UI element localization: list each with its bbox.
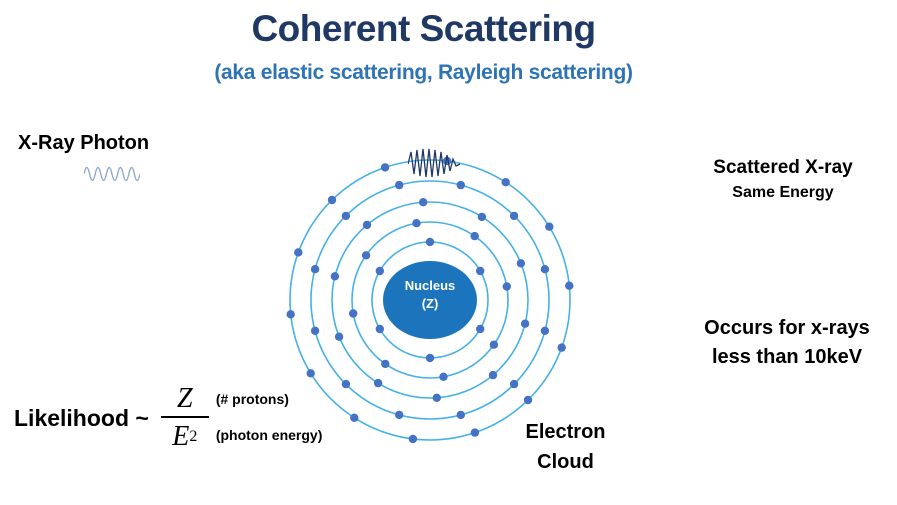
electron-cloud-label: Electron Cloud	[498, 417, 633, 477]
page-subtitle: (aka elastic scattering, Rayleigh scatte…	[214, 61, 633, 84]
electron-cloud-line2: Cloud	[537, 451, 594, 473]
formula-notes: (# protons) (photon energy)	[209, 383, 323, 453]
incident-wave-icon	[84, 166, 140, 182]
page-title: Coherent Scattering	[251, 8, 596, 49]
numerator-note: (# protons)	[215, 391, 289, 407]
fraction-numerator: Z	[177, 383, 193, 415]
occurs-line1: Occurs for x-rays	[704, 317, 870, 339]
atom-diagram	[286, 156, 574, 444]
nucleus-label-line2: (Z)	[421, 296, 439, 311]
same-energy-label: Same Energy	[732, 184, 834, 201]
nucleus-label-line1: Nucleus	[404, 278, 456, 293]
electron-cloud-line1: Electron	[525, 421, 606, 443]
xray-photon-label: X-Ray Photon	[18, 132, 150, 154]
denominator-note: (photon energy)	[215, 427, 323, 443]
scattered-xray-block: Scattered X-ray Same Energy	[693, 157, 873, 202]
denominator-variable: E	[172, 421, 190, 452]
nucleus-label: Nucleus (Z)	[380, 277, 480, 313]
occurs-line2: less than 10keV	[711, 346, 863, 368]
likelihood-label: Likelihood ~	[14, 404, 149, 431]
scattered-wave-icon	[408, 148, 461, 178]
scattered-xray-label: Scattered X-ray	[713, 157, 853, 178]
numerator-variable: Z	[177, 383, 193, 414]
fraction-bar	[160, 416, 209, 418]
occurs-note: Occurs for x-rays less than 10keV	[680, 314, 894, 372]
denominator-exponent: 2	[189, 428, 198, 445]
